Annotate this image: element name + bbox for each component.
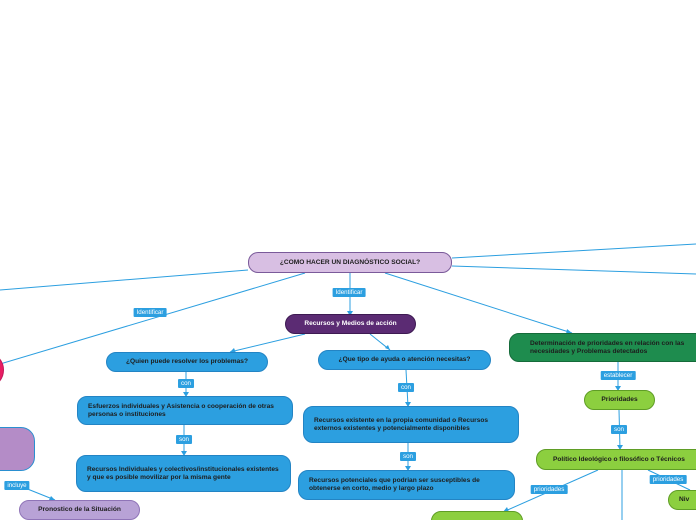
link-root-right-offscreen-1: [451, 243, 696, 259]
link-label-con: con: [178, 379, 194, 388]
root-topic[interactable]: ¿COMO HACER UN DIAGNÓSTICO SOCIAL?: [248, 252, 452, 273]
link-label-identificar: Identificar: [133, 308, 167, 317]
link-label-incluye: incluye: [4, 481, 30, 490]
node-left-mauve[interactable]: [0, 427, 35, 471]
link-label-son: son: [400, 452, 416, 461]
link-label-son: son: [176, 435, 192, 444]
arrowhead: [347, 311, 353, 316]
arrowhead: [49, 496, 55, 500]
link-label-con: con: [398, 383, 414, 392]
arrowhead: [503, 507, 509, 512]
link-label-establecer: establecer: [600, 371, 636, 380]
link-recursos-quien: [229, 333, 306, 353]
arrowhead: [566, 329, 572, 334]
link-label-prioridades: prioridades: [530, 485, 568, 494]
arrowhead: [617, 445, 623, 450]
node-niv[interactable]: Niv: [668, 490, 696, 510]
link-label-prioridades: prioridades: [649, 475, 687, 484]
node-recursos-individuales[interactable]: Recursos Individuales y colectivos/insti…: [76, 455, 291, 492]
link-root-right-offscreen-2: [451, 265, 696, 275]
node-esfuerzos-individuales[interactable]: Esfuerzos individuales y Asistencia o co…: [77, 396, 293, 425]
arrowhead: [181, 451, 187, 456]
link-root-left-branch: [0, 272, 306, 365]
node-quien-resolver[interactable]: ¿Quien puede resolver los problemas?: [106, 352, 268, 372]
node-recursos-potenciales[interactable]: Recursos potenciales que podrian ser sus…: [298, 470, 515, 500]
arrowhead: [230, 348, 236, 353]
arrowhead: [615, 386, 621, 391]
node-recursos-medios[interactable]: Recursos y Medios de acción: [285, 314, 416, 334]
node-recursos-existente[interactable]: Recursos existente en la propia comunida…: [303, 406, 519, 443]
node-pronostico[interactable]: Pronostico de la Situación: [19, 500, 140, 520]
link-label-son: son: [611, 425, 627, 434]
node-lime-bottom[interactable]: [431, 511, 523, 520]
node-politico-ideologico[interactable]: Político Ideológico o filosófico o Técni…: [536, 449, 696, 470]
node-determinacion-prioridades[interactable]: Determinación de prioridades en relación…: [509, 333, 696, 362]
arrowhead: [385, 345, 390, 350]
node-que-tipo-ayuda[interactable]: ¿Que tipo de ayuda o atención necesitas?: [318, 350, 491, 370]
link-label-identificar: Identificar: [332, 288, 366, 297]
arrowhead: [183, 392, 189, 397]
link-root-left-offscreen: [0, 269, 249, 291]
arrowhead: [405, 466, 411, 471]
arrowhead: [405, 402, 411, 407]
node-prioridades[interactable]: Prioridades: [584, 390, 655, 410]
link-root-determinacion: [384, 272, 573, 334]
